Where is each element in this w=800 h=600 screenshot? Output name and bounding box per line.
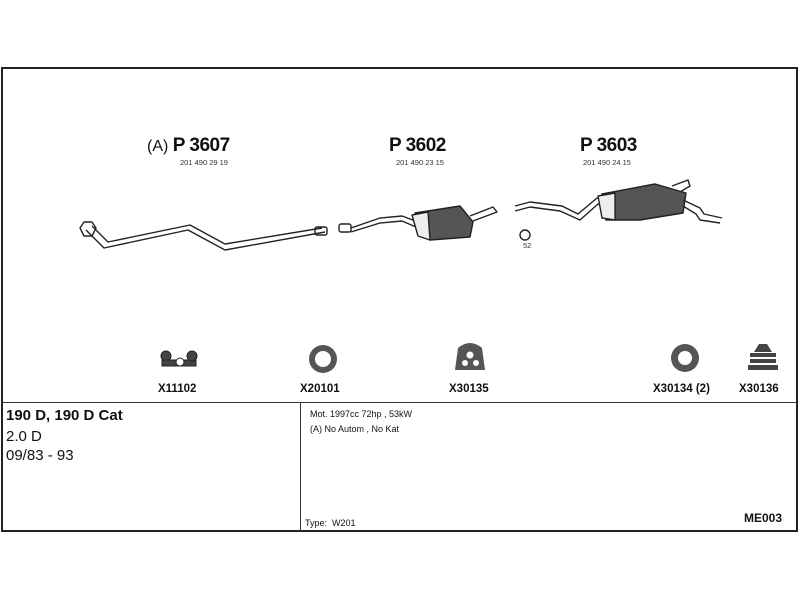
motor-spec: Mot. 1997cc 72hp , 53kW (310, 409, 413, 419)
vehicle-years: 09/83 - 93 (6, 447, 74, 464)
vehicle-model: 190 D, 190 D Cat (6, 407, 123, 424)
fitting-code: X20101 (300, 383, 340, 395)
rubber-hanger-icon (455, 343, 485, 370)
fitting-code: X30134 (2) (653, 383, 710, 395)
notes: (A) No Autom , No Kat (310, 424, 400, 434)
part-number: P 3603 (580, 135, 637, 156)
part-number: P 3602 (389, 135, 446, 156)
middle-silencer-icon (338, 205, 498, 241)
oem-number: 201 490 23 15 (396, 158, 444, 167)
rubber-mount-icon (748, 344, 778, 370)
ring-gasket-icon (309, 345, 337, 373)
oem-number: 201 490 24 15 (583, 158, 631, 167)
vehicle-engine: 2.0 D (6, 428, 42, 445)
oem-number: 201 490 29 19 (180, 158, 228, 167)
rear-silencer-icon (514, 179, 723, 241)
part-label-p3607: (A) P 3607 (147, 135, 230, 157)
rubber-ring-icon (671, 344, 699, 372)
bolt-set-icon (160, 350, 198, 367)
divider-horizontal (3, 402, 796, 403)
fitting-code: X30135 (449, 383, 489, 395)
diagram-frame (1, 67, 798, 532)
front-pipe-icon (79, 221, 328, 251)
type-value: W201 (332, 518, 356, 528)
clamp-note: 52 (523, 241, 532, 250)
type-line: Type: W201 (305, 518, 356, 528)
part-number: P 3607 (172, 135, 230, 156)
divider-vertical (300, 402, 301, 532)
type-label: Type: (305, 518, 328, 528)
fitting-code: X30136 (739, 383, 779, 395)
fitting-code: X11102 (158, 383, 197, 395)
part-prefix: (A) (147, 138, 169, 155)
reference-code: ME003 (744, 511, 783, 525)
